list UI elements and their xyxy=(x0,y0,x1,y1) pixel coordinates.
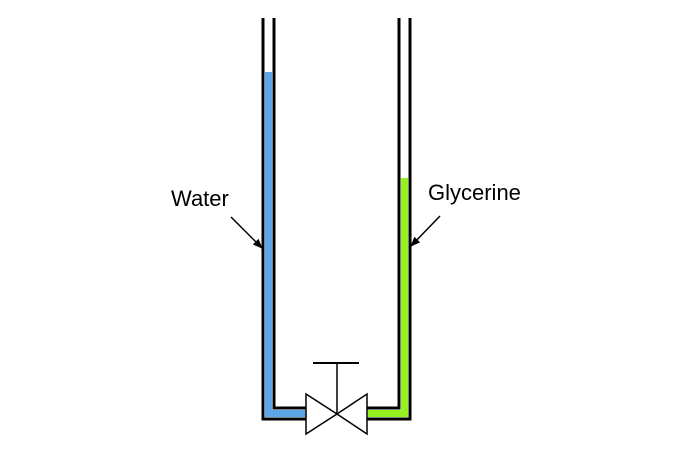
glycerine-bottom-leg xyxy=(368,410,408,417)
valve-icon xyxy=(305,362,368,436)
water-label: Water xyxy=(171,186,229,211)
glycerine-column xyxy=(401,178,408,417)
glycerine-label: Glycerine xyxy=(428,180,521,205)
left-tube xyxy=(261,18,306,421)
water-pointer-arrow xyxy=(230,216,263,249)
water-bottom-leg xyxy=(265,410,306,417)
right-tube xyxy=(367,18,412,421)
glycerine-pointer-arrow xyxy=(410,215,441,247)
water-column xyxy=(265,72,272,417)
